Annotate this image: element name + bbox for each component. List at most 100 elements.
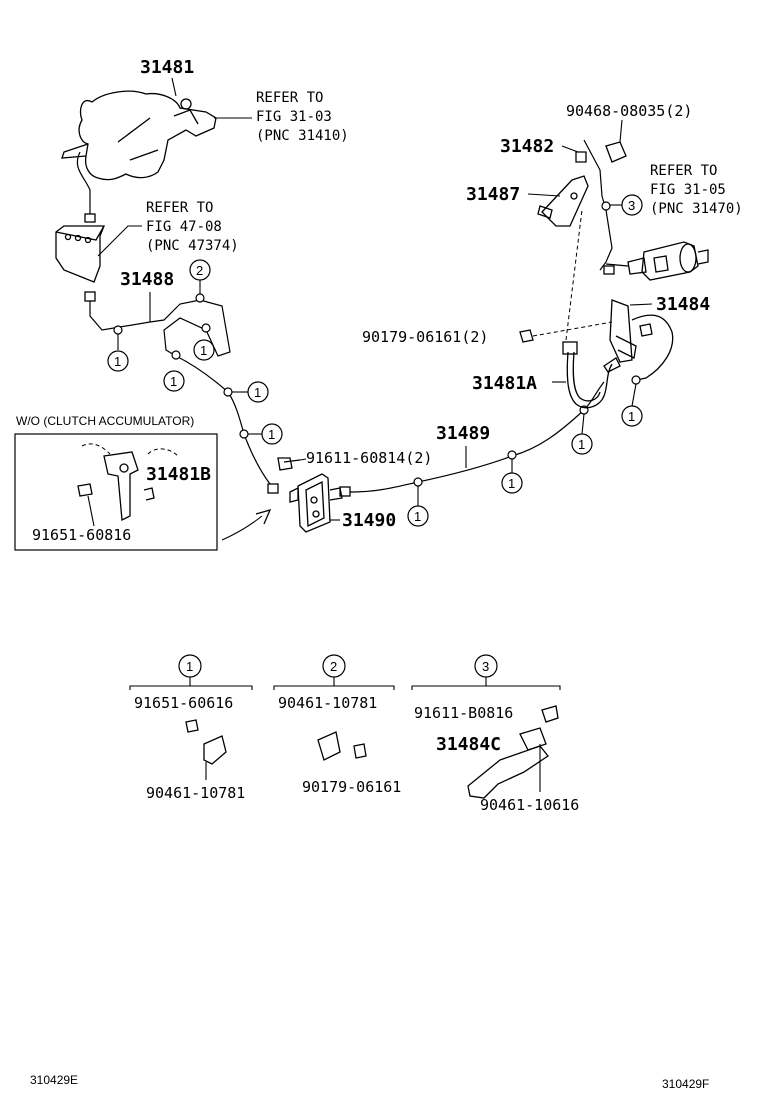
ref-47374-line1: REFER TO [146,200,213,216]
kit-3-bracket [411,677,561,690]
leader-31487 [527,193,561,197]
clip-icon [203,735,227,765]
callout-31490: 31490 [342,510,396,531]
leader-91611 [299,458,307,461]
marker-1-label: 1 [414,509,421,524]
callout-31489: 31489 [436,423,490,444]
leader-91651 [87,495,95,527]
callout-90468-08035: 90468-08035(2) [566,102,692,120]
bolt-icon [639,323,653,337]
bracket-31484C-part [467,727,549,799]
marker-1 [247,381,269,403]
kit-1-number: 1 [186,659,193,674]
kit-1-bracket [129,677,253,690]
leader-clip [581,413,585,435]
marker-3 [621,194,643,216]
dashed-install-line [565,209,583,341]
clip-point-icon [507,450,517,460]
kit-2-part-1: 90461-10781 [278,694,377,712]
reservoir-hose [76,151,91,214]
nut-icon [519,329,534,343]
clip-icon [317,731,341,761]
callout-31481: 31481 [140,57,194,78]
union-31481B-part [81,443,179,522]
callout-31481A: 31481A [472,373,537,394]
pipe-31488 [89,299,271,485]
kit-3-part-3: 90461-10616 [480,796,579,814]
bracket-31487 [537,175,589,227]
clip-point-icon [201,323,211,333]
inset-title: W/O (CLUTCH ACCUMULATOR) [16,414,194,428]
callout-31488: 31488 [120,269,174,290]
ref-31470-line3: (PNC 31470) [650,201,743,217]
leader-31484 [629,303,653,306]
footer-code-left: 310429E [30,1073,78,1087]
bolt-icon [185,719,199,733]
marker-3-label: 3 [628,198,635,213]
ref-31410-line1: REFER TO [256,90,323,106]
clip-point-icon [195,293,205,303]
marker-1-label: 1 [578,437,585,452]
leader-31482 [561,145,579,153]
union-bracket-31490 [289,473,343,533]
ref-31470-line2: FIG 31-05 [650,182,726,198]
leader-ref-47374 [97,225,142,257]
kit-1-part-2: 90461-10781 [146,784,245,802]
callout-31484: 31484 [656,294,710,315]
hose-fitting-icon [84,213,96,223]
bracket-31484 [609,299,674,381]
marker-1 [193,339,215,361]
arrow-head-icon [255,508,272,525]
callout-31481B: 31481B [146,464,211,485]
clip-point-icon [171,350,181,360]
marker-1 [261,423,283,445]
bolt-icon [77,483,93,497]
ref-31410-line3: (PNC 31410) [256,128,349,144]
ref-47374-line3: (PNC 47374) [146,238,239,254]
inset-box [14,433,218,551]
flexible-hose-31481A [562,341,621,409]
kit-3-part-2: 31484C [436,734,501,755]
callout-91611-60814: 91611-60814(2) [306,449,432,467]
clip-point-icon [413,477,423,487]
marker-1 [107,350,129,372]
leader-clip [631,383,637,407]
marker-1-label: 1 [254,385,261,400]
marker-1 [163,370,185,392]
kit-2-part-2: 90179-06161 [302,778,401,796]
marker-1-label: 1 [268,427,275,442]
clip-point-icon [113,325,123,335]
marker-2-label: 2 [196,263,203,278]
clip-point-icon [223,387,233,397]
nut-icon [353,743,367,759]
flare-nut-icon [84,291,96,302]
marker-1-label: 1 [628,409,635,424]
kit-3-part-1: 91611-B0816 [414,704,513,722]
callout-91651-60816: 91651-60816 [32,526,131,544]
marker-1-label: 1 [114,354,121,369]
kit-3-number: 3 [482,659,489,674]
clutch-master-cylinder-part [61,90,217,181]
clip-point-icon [601,201,611,211]
bolt-icon [541,705,559,723]
marker-1-label: 1 [200,343,207,358]
ref-47374-line2: FIG 47-08 [146,219,222,235]
marker-1-label: 1 [170,374,177,389]
dashed-install-line [532,321,613,337]
callout-90179-06161: 90179-06161(2) [362,328,488,346]
marker-1-label: 1 [508,476,515,491]
kit-2-bracket [273,677,395,690]
clip-point-icon [239,429,249,439]
ref-31410-line2: FIG 31-03 [256,109,332,125]
ref-31470-line1: REFER TO [650,163,717,179]
bolt-icon [277,457,301,471]
clip-90468-icon [605,141,627,163]
kit-1-part-1: 91651-60616 [134,694,233,712]
leader-90468 [619,119,623,143]
clutch-reservoir-part [55,225,105,283]
flare-nut-icon [267,483,279,494]
leader-31481 [171,77,177,97]
kit-2-number: 2 [330,659,337,674]
footer-code-right: 310429F [662,1077,709,1091]
